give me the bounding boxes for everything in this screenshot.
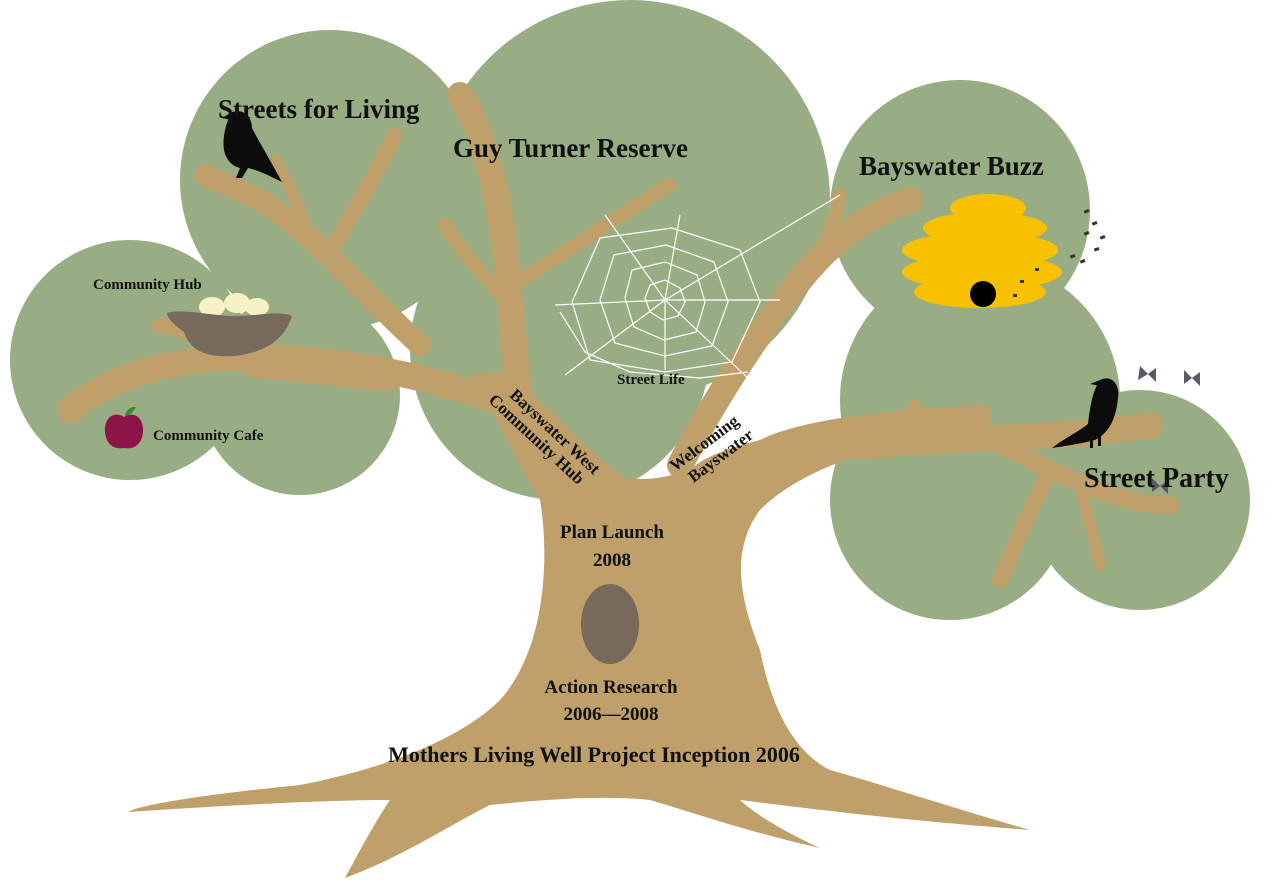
label-action-research-years: 2006—2008	[564, 704, 659, 725]
label-bayswater-buzz: Bayswater Buzz	[859, 151, 1044, 181]
label-street-party: Street Party	[1084, 463, 1229, 494]
label-project-inception: Mothers Living Well Project Inception 20…	[388, 742, 800, 767]
butterfly-icon	[1138, 366, 1156, 382]
label-plan-launch: Plan Launch	[560, 522, 664, 543]
label-community-hub: Community Hub	[93, 277, 202, 293]
label-action-research: Action Research	[544, 677, 678, 698]
label-community-cafe: Community Cafe	[153, 428, 264, 444]
label-street-life: Street Life	[617, 372, 685, 388]
egg	[245, 298, 269, 316]
label-plan-launch-year: 2008	[593, 550, 631, 571]
label-guy-turner-reserve: Guy Turner Reserve	[453, 133, 688, 163]
label-streets-for-living: Streets for Living	[218, 94, 420, 124]
hive-entrance	[970, 281, 996, 307]
butterfly-icon	[1184, 370, 1200, 386]
trunk-hollow	[581, 584, 639, 664]
